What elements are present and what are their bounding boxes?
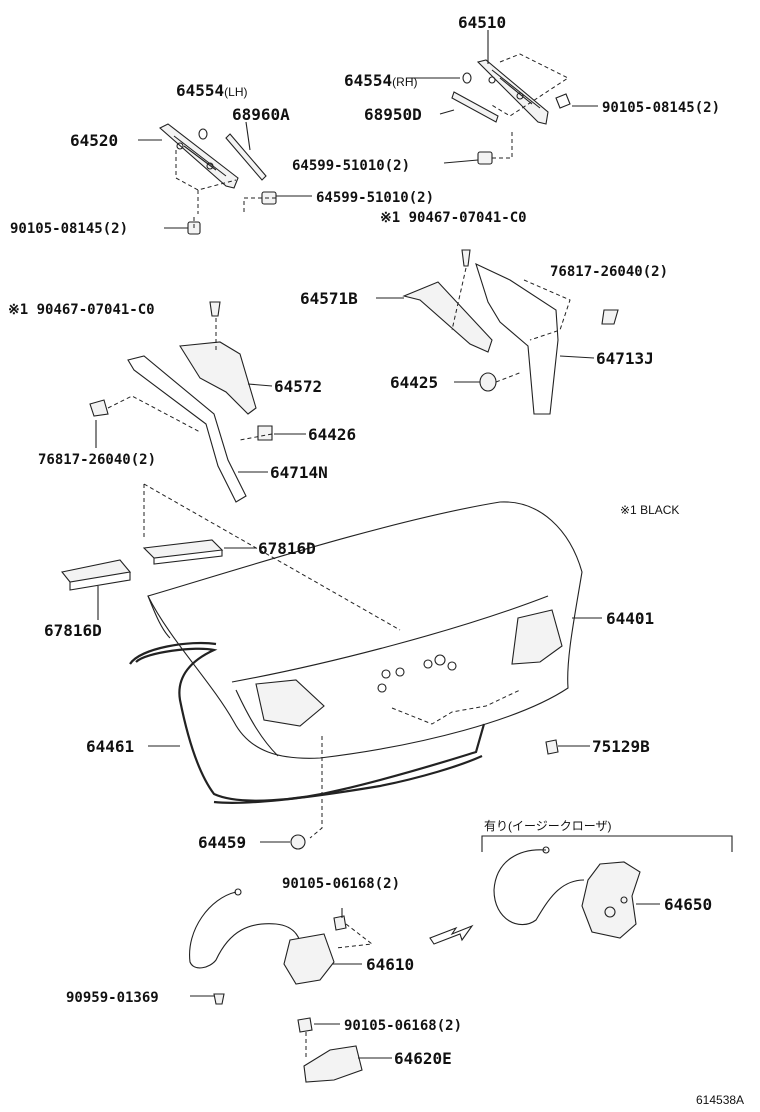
label-64426: 64426 (308, 425, 356, 444)
label-90105-06168-b: 90105-06168(2) (344, 1018, 462, 1034)
hinge-assembly-rh (476, 53, 571, 125)
label-64520: 64520 (70, 131, 118, 150)
trim-cover-lh-64572 (127, 341, 257, 503)
label-64554-rh: 64554(RH) (344, 71, 418, 90)
label-64599-51010-b: 64599-51010(2) (316, 190, 434, 206)
label-note-black: ※1 BLACK (620, 503, 679, 517)
label-90467-left: ※1 90467-07041-C0 (8, 302, 155, 318)
label-64459: 64459 (198, 833, 246, 852)
label-68950d: 68950D (364, 105, 422, 124)
label-rh-suffix: (RH) (392, 75, 417, 89)
label-64554-rh-number: 64554 (344, 71, 392, 90)
label-67816d-right: 67816D (258, 539, 316, 558)
weatherstrip-64461 (129, 641, 486, 805)
label-lh-suffix: (LH) (224, 85, 247, 99)
label-64650: 64650 (664, 895, 712, 914)
label-90959-01369: 90959-01369 (66, 990, 159, 1006)
label-75129b: 75129B (592, 737, 650, 756)
label-64620e: 64620E (394, 1049, 452, 1068)
label-easy-closer-note: 有り(イージークローザ) (484, 819, 612, 833)
stay-stud-lh (225, 133, 267, 181)
label-64610: 64610 (366, 955, 414, 974)
striker-64620e (297, 1017, 363, 1083)
small-parts-lid (290, 739, 559, 850)
label-90105-08145-left: 90105-08145(2) (10, 221, 128, 237)
label-90105-08145-right: 90105-08145(2) (602, 100, 720, 116)
pad-67816d-right (142, 539, 224, 565)
label-64554-lh: 64554(LH) (176, 81, 248, 100)
label-64554-lh-number: 64554 (176, 81, 224, 100)
label-64425: 64425 (390, 373, 438, 392)
small-fasteners (187, 72, 513, 235)
stay-stud-rh (451, 91, 499, 123)
trunk-lid-64401 (147, 501, 583, 839)
label-64572: 64572 (274, 377, 322, 396)
lock-64610 (189, 888, 374, 1005)
label-90467-right: ※1 90467-07041-C0 (380, 210, 527, 226)
easy-closer-64650 (493, 846, 641, 939)
label-64571b: 64571B (300, 289, 358, 308)
label-76817-right: 76817-26040(2) (550, 264, 668, 280)
label-64714n: 64714N (270, 463, 328, 482)
hinge-assembly-lh (159, 123, 239, 214)
pad-67816d-left (61, 559, 132, 591)
trim-cover-rh-64571b (402, 281, 493, 353)
label-figure-code: 614538A (696, 1093, 744, 1107)
trim-clips (89, 249, 523, 441)
label-64461: 64461 (86, 737, 134, 756)
label-64713j: 64713J (596, 349, 654, 368)
trim-panel-64713j (475, 262, 619, 415)
label-64510: 64510 (458, 13, 506, 32)
label-67816d-left: 67816D (44, 621, 102, 640)
label-68960a: 68960A (232, 105, 290, 124)
label-64401: 64401 (606, 609, 654, 628)
label-76817-left: 76817-26040(2) (38, 452, 156, 468)
label-90105-06168-a: 90105-06168(2) (282, 876, 400, 892)
label-64599-51010-a: 64599-51010(2) (292, 158, 410, 174)
arrow-indicator (429, 924, 474, 945)
